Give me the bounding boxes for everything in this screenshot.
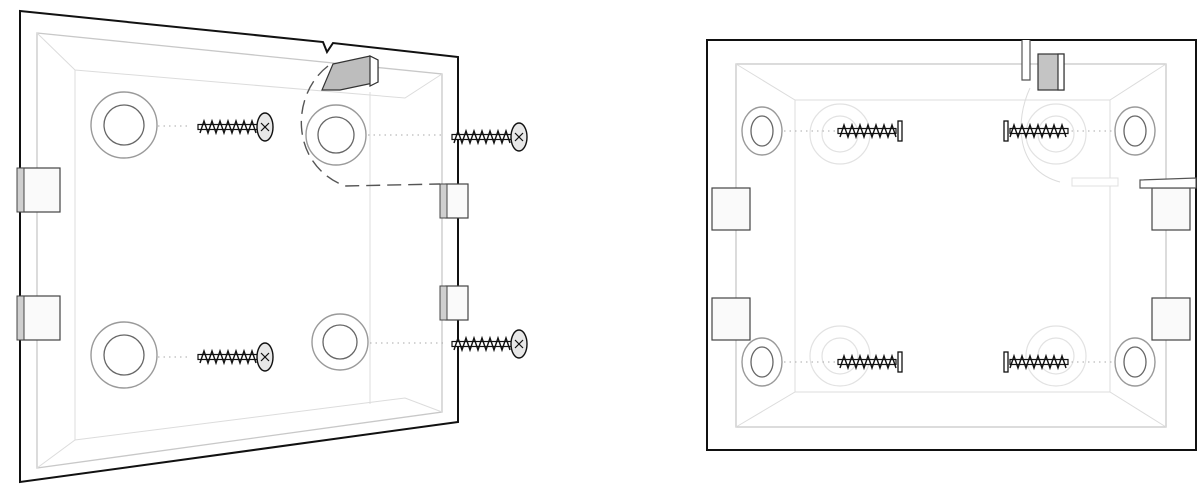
cable-entry-icon <box>321 55 379 91</box>
cable-entry-icon <box>1020 40 1197 189</box>
knockout-outline <box>300 65 441 187</box>
screw-hole-icon <box>741 106 783 156</box>
right-plate-inner-border <box>735 63 1167 428</box>
screw-hole-icon <box>90 91 158 159</box>
right-mounting-plate <box>706 39 1197 451</box>
screw-icon <box>451 122 528 152</box>
screw-hole-icon <box>305 104 367 166</box>
screw-hole-icon <box>1114 337 1156 387</box>
left-clip-tab-bottom <box>711 297 751 341</box>
right-clip-tab-bottom <box>439 285 469 321</box>
screw-icon <box>451 329 528 359</box>
right-clip-tab-top <box>1151 187 1191 231</box>
right-clip-tab-top <box>439 183 469 219</box>
screw-icon <box>197 342 274 372</box>
screw-hole-icon <box>90 321 158 389</box>
screw-icon <box>197 112 274 142</box>
screw-hole-icon <box>1114 106 1156 156</box>
left-plate-outline <box>19 9 459 484</box>
left-clip-tab-bottom <box>16 295 61 341</box>
left-clip-tab-top <box>16 167 61 213</box>
right-clip-tab-bottom <box>1151 297 1191 341</box>
left-mounting-plate <box>16 9 528 484</box>
right-plate-outline <box>706 39 1197 451</box>
left-clip-tab-top <box>711 187 751 231</box>
screw-hole-icon <box>741 337 783 387</box>
screw-hole-icon <box>311 313 369 371</box>
left-plate-inner-border <box>36 32 443 469</box>
